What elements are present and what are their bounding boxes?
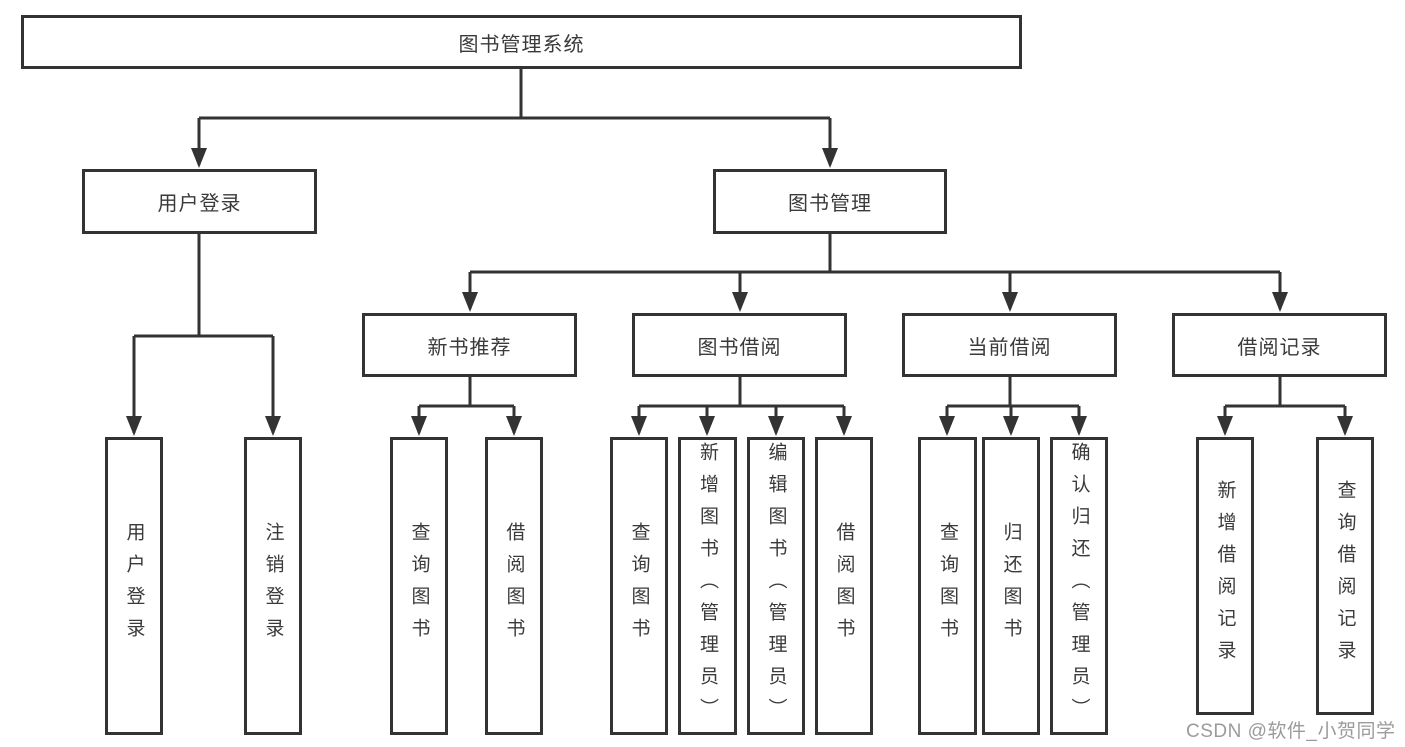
csdn-watermark: CSDN @软件_小贺同学 — [1186, 721, 1396, 742]
node-borrow-records: 借阅记录 — [1172, 313, 1387, 377]
node-book-borrow-label: 图书借阅 — [697, 336, 782, 359]
node-book-management: 图书管理 — [713, 169, 947, 234]
leaf-query-books-borrow: 查询图书 — [610, 437, 668, 735]
leaf-add-borrow-record-label: 新增借阅记录 — [1214, 480, 1236, 672]
leaf-confirm-return-admin-label: 确认归还（管理员） — [1068, 442, 1090, 730]
leaf-borrow-books: 借阅图书 — [815, 437, 873, 735]
leaf-user-login: 用户登录 — [105, 437, 163, 735]
node-root-label: 图书管理系统 — [458, 33, 585, 56]
leaf-return-books-label: 归还图书 — [1000, 522, 1022, 650]
leaf-add-books-admin: 新增图书（管理员） — [678, 437, 737, 735]
leaf-borrow-books-recommend-label: 借阅图书 — [503, 522, 525, 650]
node-user-login-label: 用户登录 — [157, 193, 242, 215]
node-root: 图书管理系统 — [21, 15, 1022, 69]
node-borrow-records-label: 借阅记录 — [1237, 336, 1322, 359]
leaf-query-books-current: 查询图书 — [918, 437, 977, 735]
node-user-login: 用户登录 — [82, 169, 317, 234]
leaf-add-books-admin-label: 新增图书（管理员） — [697, 442, 718, 730]
leaf-query-borrow-record-label: 查询借阅记录 — [1334, 480, 1356, 672]
node-book-borrow: 图书借阅 — [632, 313, 847, 377]
node-current-borrow: 当前借阅 — [902, 313, 1117, 377]
leaf-edit-books-admin-label: 编辑图书（管理员） — [765, 442, 787, 730]
leaf-query-books-current-label: 查询图书 — [937, 522, 958, 650]
node-book-management-label: 图书管理 — [788, 193, 872, 215]
node-current-borrow-label: 当前借阅 — [967, 336, 1052, 359]
node-new-book-recommend: 新书推荐 — [362, 313, 577, 377]
leaf-borrow-books-recommend: 借阅图书 — [485, 437, 543, 735]
leaf-query-books-recommend: 查询图书 — [390, 437, 448, 735]
leaf-logout-label: 注销登录 — [262, 522, 284, 650]
leaf-query-books-recommend-label: 查询图书 — [408, 522, 430, 650]
leaf-add-borrow-record: 新增借阅记录 — [1196, 437, 1254, 715]
leaf-query-books-borrow-label: 查询图书 — [628, 522, 650, 650]
leaf-logout: 注销登录 — [244, 437, 302, 735]
leaf-confirm-return-admin: 确认归还（管理员） — [1050, 437, 1108, 735]
leaf-edit-books-admin: 编辑图书（管理员） — [747, 437, 805, 735]
leaf-query-borrow-record: 查询借阅记录 — [1316, 437, 1374, 715]
node-new-book-recommend-label: 新书推荐 — [427, 336, 512, 359]
leaf-return-books: 归还图书 — [982, 437, 1040, 735]
leaf-user-login-label: 用户登录 — [123, 522, 145, 650]
leaf-borrow-books-label: 借阅图书 — [833, 522, 855, 650]
